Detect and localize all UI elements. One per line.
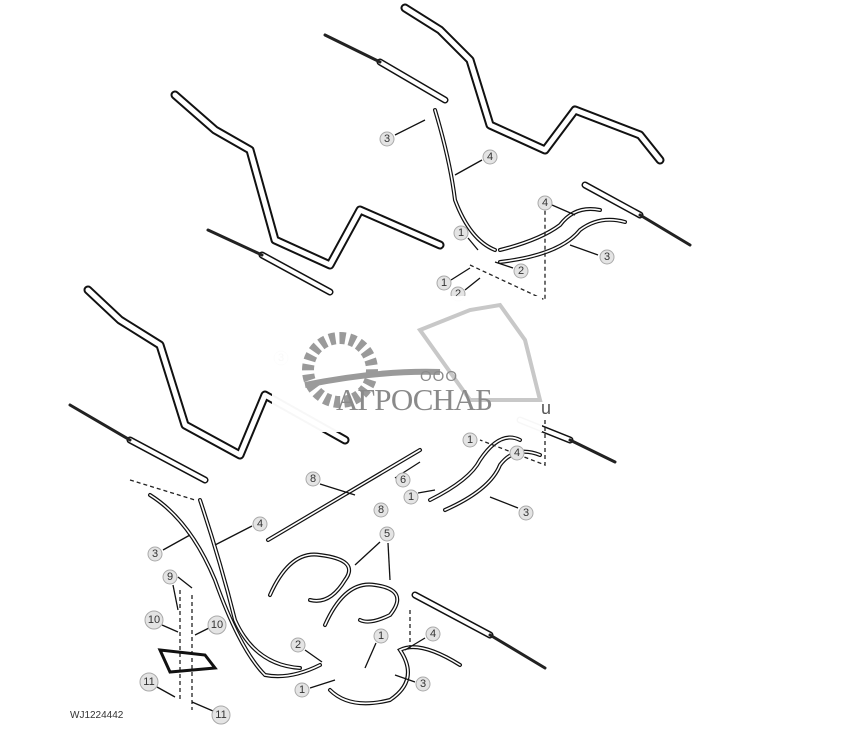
callout-label: 10 (211, 619, 223, 631)
callout-2: 2 (290, 637, 306, 653)
watermark-prefix: ООО (420, 368, 459, 385)
callout-9: 9 (162, 569, 178, 585)
callout-label: 2 (295, 639, 301, 651)
callout-label: 3 (523, 507, 529, 519)
callout-6: 6 (395, 472, 411, 488)
callout-label: 4 (257, 518, 263, 530)
leader-lines (156, 119, 599, 712)
callout-label: 1 (458, 227, 464, 239)
callout-10: 10 (207, 615, 227, 635)
watermark-background (272, 296, 542, 432)
cylinder-right-lower (411, 591, 547, 670)
callout-label: 1 (408, 491, 414, 503)
callout-1: 1 (462, 432, 478, 448)
callout-label: 8 (378, 504, 384, 516)
cylinder-right-upper (581, 181, 692, 247)
watermark-tail: u (541, 398, 552, 418)
callout-label: 3 (384, 133, 390, 145)
callout-11: 11 (211, 705, 231, 725)
callout-1: 1 (436, 275, 452, 291)
callout-3: 3 (147, 546, 163, 562)
callout-1: 1 (453, 225, 469, 241)
frame-top (323, 3, 665, 165)
callout-label: 10 (148, 614, 160, 626)
callout-1: 1 (294, 682, 310, 698)
callout-label: 1 (467, 434, 473, 446)
figure-id: WJ1224442 (70, 710, 124, 721)
callout-label: 6 (400, 474, 406, 486)
callout-4: 4 (425, 626, 441, 642)
callout-8: 8 (373, 502, 389, 518)
callout-label: 2 (518, 265, 524, 277)
callout-3: 3 (379, 131, 395, 147)
callout-label: 3 (152, 548, 158, 560)
callout-label: 1 (378, 630, 384, 642)
callout-label: 3 (420, 678, 426, 690)
callout-3: 3 (415, 676, 431, 692)
callout-label: 11 (143, 676, 154, 688)
mounting-plate (157, 648, 218, 674)
callout-11: 11 (139, 672, 159, 692)
hoses (148, 108, 627, 706)
callout-label: 11 (215, 709, 226, 721)
callout-4: 4 (252, 516, 268, 532)
callout-label: 5 (384, 528, 390, 540)
callout-label: 4 (487, 151, 493, 163)
callout-1: 1 (373, 628, 389, 644)
callout-label: 9 (167, 571, 173, 583)
frame-middle (170, 90, 445, 296)
callout-label: 1 (299, 684, 305, 696)
callout-label: 4 (514, 447, 520, 459)
callout-label: 2 (455, 288, 461, 300)
callout-4: 4 (509, 445, 525, 461)
callout-4: 4 (537, 195, 553, 211)
callout-2: 2 (513, 263, 529, 279)
watermark-name: АГРОСНАБ (336, 382, 493, 417)
callout-10: 10 (144, 610, 164, 630)
callout-label: 8 (310, 473, 316, 485)
frame-bottom (68, 285, 350, 484)
callout-1: 1 (403, 489, 419, 505)
callout-label: 3 (604, 251, 610, 263)
callout-3: 3 (518, 505, 534, 521)
callout-label: 4 (430, 628, 436, 640)
callout-label: 4 (542, 197, 548, 209)
callout-3: 3 (599, 249, 615, 265)
callout-4: 4 (482, 149, 498, 165)
callout-label: 1 (441, 277, 447, 289)
callout-5: 5 (379, 526, 395, 542)
callout-8: 8 (305, 471, 321, 487)
